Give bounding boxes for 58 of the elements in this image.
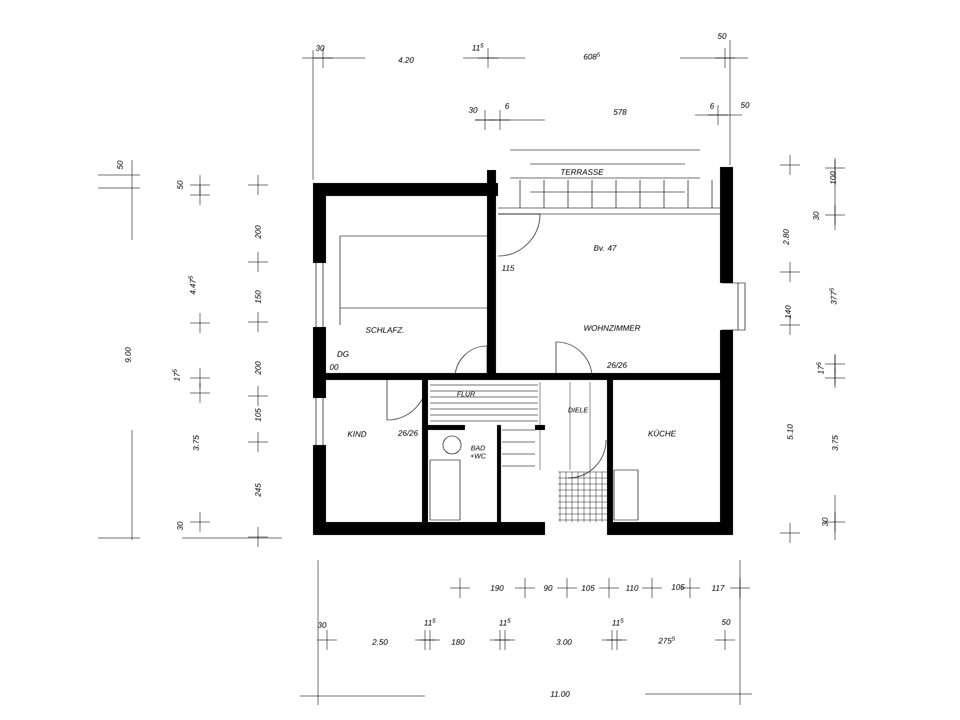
dimension-label: 150 bbox=[255, 290, 261, 304]
dimension-label: 3.00 bbox=[556, 639, 572, 645]
dimension-label: 105 bbox=[582, 585, 595, 591]
dimension-label: 377$^{5}$ bbox=[830, 288, 837, 304]
dimension-label: 100 bbox=[830, 171, 836, 184]
dimension-label: 200 bbox=[255, 225, 261, 239]
dimension-label: 5.10 bbox=[787, 424, 793, 440]
room-label: TERRASSE bbox=[561, 169, 604, 175]
dimension-label: 30 bbox=[316, 45, 324, 51]
room-label: WOHNZIMMER bbox=[584, 325, 640, 331]
dimension-label: 11$^{5}$ bbox=[612, 618, 624, 626]
dimension-label: 180 bbox=[452, 639, 465, 645]
dimension-label: 30 bbox=[177, 522, 183, 530]
dimension-label: 17$^{5}$ bbox=[816, 362, 824, 374]
dimension-label: 90 bbox=[544, 585, 552, 591]
plan-note: Bv. 47 bbox=[594, 245, 617, 251]
dimension-label: 105 bbox=[255, 408, 261, 422]
dimension-label: 3.75 bbox=[832, 435, 838, 451]
dimension-label: 190 bbox=[490, 585, 504, 591]
dimension-label: 11$^{5}$ bbox=[499, 618, 511, 626]
dimension-label: 11.00 bbox=[550, 691, 570, 697]
dimension-label: 50 bbox=[722, 619, 730, 625]
dimension-label: 50 bbox=[740, 102, 750, 108]
plan-note: 26/26 bbox=[606, 362, 628, 368]
dimension-label: 200 bbox=[255, 361, 261, 375]
dimension-label: 11$^{5}$ bbox=[472, 44, 484, 50]
dimension-label: 110 bbox=[626, 585, 638, 591]
dimension-label: 6 bbox=[505, 103, 510, 109]
dimension-label: 50 bbox=[117, 160, 123, 170]
dimension-label: 50 bbox=[718, 33, 726, 39]
dimension-label: 608$^{5}$ bbox=[584, 52, 600, 60]
plan-note: DG bbox=[337, 351, 349, 357]
dimension-label: 2.80 bbox=[783, 229, 789, 245]
dimension-label: 30 bbox=[318, 622, 326, 628]
plan-note: 26/26 bbox=[398, 430, 418, 436]
dimension-label: 9.00 bbox=[125, 347, 131, 363]
dimension-label: 30 bbox=[822, 518, 828, 526]
room-label: KIND bbox=[348, 431, 366, 437]
dimension-label: 105 bbox=[672, 584, 685, 590]
dimension-label: 30 bbox=[813, 212, 819, 220]
dimension-label: 30 bbox=[468, 107, 478, 113]
dimension-label: 578 bbox=[614, 109, 627, 115]
dimension-label: 17$^{5}$ bbox=[172, 369, 180, 382]
room-label: KÜCHE bbox=[648, 430, 676, 436]
plan-note: 115 bbox=[502, 265, 514, 271]
dimension-label: 4.47$^{5}$ bbox=[188, 276, 196, 295]
dimension-label: 245 bbox=[255, 483, 261, 497]
dimension-label: 140 bbox=[785, 305, 791, 318]
dimension-label: 2.50 bbox=[372, 639, 388, 645]
dimension-label: 4.20 bbox=[398, 57, 414, 63]
plan-note: 00 bbox=[330, 364, 338, 370]
dimension-label: 117 bbox=[712, 585, 725, 591]
dimension-label: 6 bbox=[710, 103, 714, 109]
dimension-label: 3.75 bbox=[193, 435, 199, 451]
room-label: SCHLAFZ. bbox=[366, 327, 404, 333]
dimension-label: 50 bbox=[177, 180, 183, 190]
dimension-label: 275$^{5}$ bbox=[658, 636, 676, 644]
dimension-label: 11$^{5}$ bbox=[424, 618, 436, 626]
